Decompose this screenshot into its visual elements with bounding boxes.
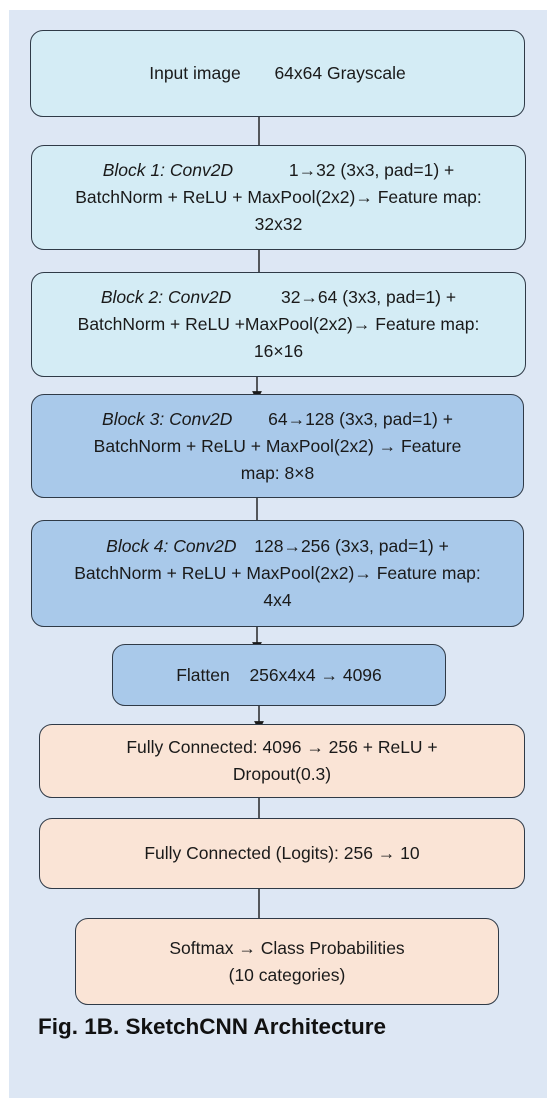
- block3-box: Block 3: Conv2D 64→128 (3x3, pad=1) + Ba…: [31, 394, 524, 498]
- block1-text: Block 1: Conv2D 1→32 (3x3, pad=1) + Batc…: [75, 157, 482, 238]
- flatten-label: Flatten: [176, 664, 230, 685]
- fc2-line1: Fully Connected (Logits): 256 → 10: [144, 843, 420, 863]
- block3-line2: BatchNorm + ReLU + MaxPool(2x2) → Featur…: [93, 435, 462, 456]
- block2-line1: 32→64 (3x3, pad=1) +: [280, 287, 457, 307]
- block1-line2: BatchNorm + ReLU + MaxPool(2x2)→ Feature…: [75, 187, 482, 207]
- block4-line2: BatchNorm + ReLU + MaxPool(2x2)→ Feature…: [74, 563, 481, 583]
- fc1-box: Fully Connected: 4096 → 256 + ReLU + Dro…: [39, 724, 525, 798]
- block2-line3: 16×16: [253, 341, 304, 361]
- block1-line3: 32x32: [254, 214, 303, 234]
- block3-line3: map: 8×8: [240, 462, 315, 483]
- fc1-line1: Fully Connected: 4096 → 256 + ReLU +: [126, 737, 438, 757]
- block2-text: Block 2: Conv2D 32→64 (3x3, pad=1) + Bat…: [78, 284, 480, 365]
- flatten-box: Flatten 256x4x4 → 4096: [112, 644, 446, 706]
- block3-label: Block 3: Conv2D: [102, 408, 233, 429]
- flatten-detail: 256x4x4 → 4096: [249, 664, 382, 685]
- softmax-box: Softmax → Class Probabilities (10 catego…: [75, 918, 499, 1005]
- figure-caption: Fig. 1B. SketchCNN Architecture: [38, 1014, 386, 1039]
- fc1-text: Fully Connected: 4096 → 256 + ReLU + Dro…: [126, 734, 437, 788]
- input-text: Input image 64x64 Grayscale: [149, 60, 406, 87]
- softmax-line1: Softmax → Class Probabilities: [169, 937, 405, 958]
- block3-line1: 64→128 (3x3, pad=1) +: [268, 408, 453, 429]
- input-label: Input image: [149, 63, 241, 83]
- block1-box: Block 1: Conv2D 1→32 (3x3, pad=1) + Batc…: [31, 145, 526, 250]
- block2-label: Block 2: Conv2D: [100, 287, 232, 307]
- block3-text: Block 3: Conv2D 64→128 (3x3, pad=1) + Ba…: [94, 406, 462, 487]
- block1-label: Block 1: Conv2D: [102, 160, 234, 180]
- input-detail: 64x64 Grayscale: [274, 63, 406, 83]
- block4-label: Block 4: Conv2D: [106, 536, 237, 556]
- fc1-line2: Dropout(0.3): [232, 764, 332, 784]
- softmax-line2: (10 categories): [228, 964, 346, 985]
- softmax-text: Softmax → Class Probabilities (10 catego…: [169, 935, 404, 989]
- block2-line2: BatchNorm + ReLU +MaxPool(2x2)→ Feature …: [77, 314, 480, 334]
- block4-line3: 4x4: [263, 590, 292, 610]
- fc2-box: Fully Connected (Logits): 256 → 10: [39, 818, 525, 889]
- flatten-text: Flatten 256x4x4 → 4096: [176, 662, 382, 689]
- block1-line1: 1→32 (3x3, pad=1) +: [288, 160, 455, 180]
- block2-box: Block 2: Conv2D 32→64 (3x3, pad=1) + Bat…: [31, 272, 526, 377]
- block4-box: Block 4: Conv2D 128→256 (3x3, pad=1) + B…: [31, 520, 524, 627]
- input-image-box: Input image 64x64 Grayscale: [30, 30, 525, 117]
- fc2-text: Fully Connected (Logits): 256 → 10: [144, 840, 419, 867]
- block4-text: Block 4: Conv2D 128→256 (3x3, pad=1) + B…: [74, 533, 481, 614]
- block4-line1: 128→256 (3x3, pad=1) +: [254, 536, 449, 556]
